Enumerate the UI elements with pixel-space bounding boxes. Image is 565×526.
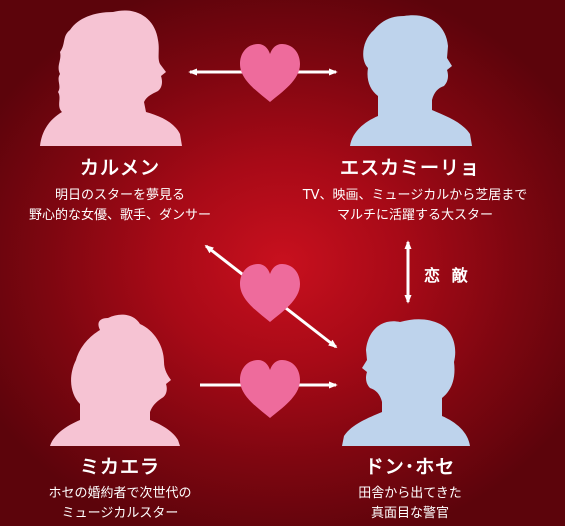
escamillo-description-line: TV、映画、ミュージカルから芝居まで <box>302 188 528 203</box>
escamillo-description-line: マルチに活躍する大スター <box>336 208 493 223</box>
escamillo-silhouette <box>350 15 472 146</box>
micaela-description-line: ホセの婚約者で次世代の <box>48 486 192 501</box>
don-jose-description-line: 田舎から出てきた <box>358 486 462 501</box>
heart-icon <box>240 44 300 102</box>
don-jose-silhouette <box>342 319 470 446</box>
carmen-description: 明日のスターを夢見る 野心的な女優、歌手、ダンサー <box>0 186 240 226</box>
escamillo-description: TV、映画、ミュージカルから芝居まで マルチに活躍する大スター <box>275 186 555 226</box>
carmen-name: カルメン <box>79 157 160 179</box>
micaela-name: ミカエラ <box>79 456 160 478</box>
rivalry-label: 恋 敵 <box>424 266 471 285</box>
carmen-description-line: 野心的な女優、歌手、ダンサー <box>28 208 211 223</box>
micaela-description-line: ミュージカルスター <box>61 506 179 521</box>
don-jose-description: 田舎から出てきた 真面目な警官 <box>310 484 510 524</box>
carmen-description-line: 明日のスターを夢見る <box>54 188 185 203</box>
heart-icon <box>240 264 300 322</box>
carmen-silhouette <box>40 10 182 146</box>
heart-icon <box>240 360 300 418</box>
escamillo-name: エスカミーリョ <box>339 157 480 179</box>
don-jose-name: ドン･ホセ <box>364 456 456 478</box>
micaela-silhouette <box>50 314 180 446</box>
micaela-description: ホセの婚約者で次世代の ミュージカルスター <box>0 484 240 524</box>
don-jose-description-line: 真面目な警官 <box>370 506 449 521</box>
